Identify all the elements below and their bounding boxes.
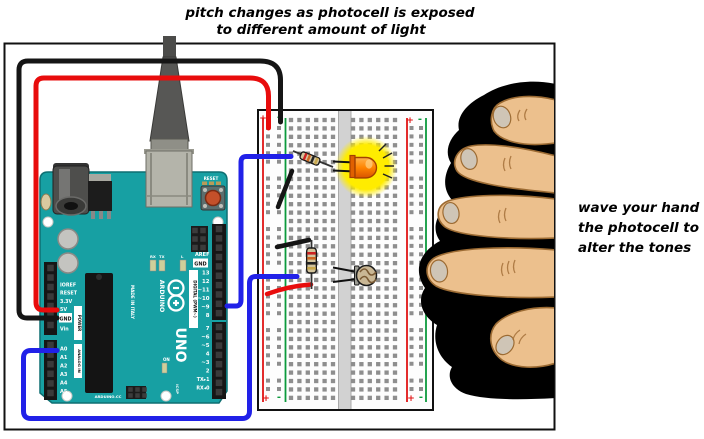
svg-text:+: + — [406, 116, 414, 126]
resistor-1 — [292, 150, 334, 168]
digital-pin-labels: AREF GND 13 12 ~11 ~10 ~9 8 7 ~6 ~5 4 ~3… — [189, 252, 210, 392]
svg-text:12: 12 — [202, 279, 210, 285]
digital-header-top — [212, 224, 226, 320]
svg-text:5V: 5V — [60, 307, 67, 313]
annotation-top-line2: to different amount of light — [216, 22, 426, 38]
svg-text:4: 4 — [206, 352, 210, 358]
arduino-logo — [167, 279, 185, 312]
finger-ring — [426, 247, 554, 299]
svg-text:3.3V: 3.3V — [60, 299, 72, 305]
made-in-text: MADE IN ITALY — [130, 285, 135, 320]
svg-text:+: + — [407, 394, 415, 404]
arduino-board: RESET ICSP RX TX L — [39, 149, 228, 404]
svg-text:GND: GND — [194, 262, 206, 268]
led — [332, 143, 394, 179]
svg-text:IOREF: IOREF — [60, 283, 76, 289]
svg-text:+: + — [259, 114, 267, 124]
svg-text:A5: A5 — [60, 389, 68, 395]
brand-text: ARDUINO — [158, 280, 165, 312]
atmega-chip — [85, 273, 113, 393]
mounting-hole — [61, 390, 73, 402]
svg-text:-: - — [419, 392, 423, 403]
photocell — [332, 264, 378, 287]
svg-text:Vin: Vin — [60, 327, 69, 333]
fingernails — [429, 105, 515, 356]
annotation-top: pitch changes as photocell is exposed to… — [184, 5, 475, 38]
wire-gnd-black — [16, 58, 283, 321]
knuckle-creases — [497, 108, 528, 345]
analog-group-label: ANALOG IN — [77, 349, 82, 373]
power-analog-pin-labels: IOREF RESET 3.3V 5V GND Vin POWER A0 A1 … — [59, 283, 82, 395]
annotation-right-line1: wave your hand over — [578, 200, 704, 216]
reset-label: RESET — [204, 176, 219, 181]
svg-text:~11: ~11 — [197, 288, 209, 294]
barrel-jack — [52, 163, 90, 216]
jumper-black-2 — [274, 237, 312, 250]
svg-text:RX◂0: RX◂0 — [196, 386, 210, 392]
digital-group-label: DIGITAL (PWM~) — [193, 280, 198, 318]
reset-button: RESET — [200, 176, 226, 211]
digital-header-bottom — [212, 322, 226, 399]
rx-label: RX — [150, 254, 156, 259]
usb-connector — [144, 149, 194, 208]
svg-text:-: - — [418, 114, 422, 125]
capacitor-small — [40, 193, 52, 211]
svg-text:A4: A4 — [60, 381, 68, 387]
svg-text:~5: ~5 — [201, 343, 210, 349]
svg-text:TX▸1: TX▸1 — [197, 377, 210, 383]
svg-text:A0: A0 — [60, 347, 68, 353]
hand-illustration — [418, 81, 554, 400]
light-rays-icon — [378, 143, 394, 179]
website-text: ARDUINO.CC — [95, 394, 122, 399]
mounting-hole — [160, 390, 172, 402]
svg-text:8: 8 — [206, 313, 210, 319]
annotation-right-line3: alter the tones — [578, 240, 691, 256]
annotation-top-line1: pitch changes as photocell is exposed — [184, 5, 475, 21]
svg-text:GND: GND — [60, 317, 72, 323]
voltage-regulator — [88, 174, 112, 219]
wire-5v-red — [33, 75, 271, 313]
mounting-hole — [42, 216, 54, 228]
wire-pin9-blue — [224, 154, 294, 309]
svg-text:A2: A2 — [60, 364, 68, 370]
power-group-label: POWER — [77, 315, 82, 332]
icsp-label: ICSP — [175, 384, 180, 394]
jumper-black-1 — [275, 168, 295, 210]
jumper-red — [264, 282, 314, 297]
svg-text:+: + — [262, 394, 270, 404]
capacitor — [57, 228, 79, 250]
svg-text:AREF: AREF — [195, 252, 210, 258]
svg-text:~10: ~10 — [197, 296, 209, 302]
svg-text:~3: ~3 — [201, 360, 210, 366]
svg-text:7: 7 — [206, 326, 210, 332]
svg-text:-: - — [277, 392, 281, 403]
model-text: UNO — [172, 328, 188, 363]
svg-text:A1: A1 — [60, 355, 68, 361]
on-led-label: ON — [163, 357, 170, 362]
tx-label: TX — [159, 254, 165, 259]
on-led — [161, 362, 168, 374]
svg-text:2: 2 — [206, 369, 210, 375]
capacitor — [57, 252, 79, 274]
svg-text:~9: ~9 — [201, 305, 210, 311]
l-led-label: L — [181, 254, 184, 259]
svg-text:~6: ~6 — [201, 335, 210, 341]
svg-text:RESET: RESET — [60, 291, 78, 297]
resistor-2 — [306, 240, 318, 289]
breadboard: + - + - + - + - — [257, 109, 434, 411]
svg-text:13: 13 — [202, 271, 210, 277]
annotation-right-line2: the photocell to — [578, 220, 699, 236]
svg-text:A3: A3 — [60, 372, 68, 378]
annotation-right: wave your hand over the photocell to alt… — [578, 200, 704, 256]
status-leds: RX TX L — [149, 254, 187, 272]
wire-a0-blue — [21, 274, 300, 421]
finger-middle — [437, 194, 554, 240]
